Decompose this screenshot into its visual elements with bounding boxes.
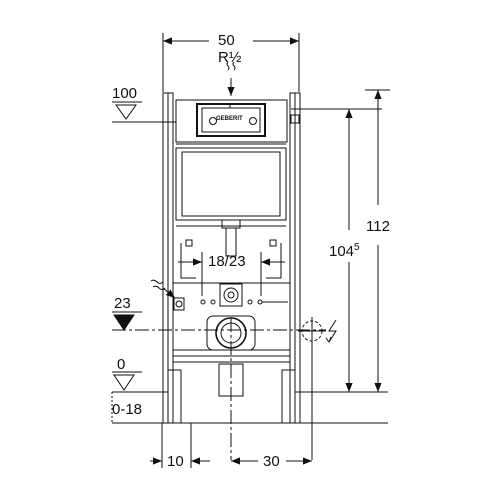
cistern-body — [175, 143, 287, 221]
dimension-bolt-spacing — [178, 252, 285, 296]
waste-level-label: 23 — [114, 295, 131, 312]
floor-level-label: 0 — [117, 356, 126, 373]
waste-offset-label: 30 — [263, 453, 280, 470]
level-marker-23 — [112, 311, 326, 331]
waste-pipe — [206, 315, 256, 460]
left-supply-box — [150, 279, 185, 311]
water-inlet-arrow — [226, 61, 236, 96]
height-total-label: 112 — [366, 218, 390, 235]
height-frame-label: 1045 — [329, 242, 360, 260]
top-level-label: 100 — [112, 85, 138, 102]
right-side-marker — [290, 108, 382, 124]
dimension-height-total — [365, 89, 390, 392]
waste-pipe-lower — [218, 363, 244, 397]
level-marker-100 — [112, 101, 176, 123]
dimension-top-width — [162, 33, 300, 92]
cistern-top — [175, 99, 288, 143]
floor-range-label: 0-18 — [112, 401, 143, 418]
lower-crossbar — [172, 349, 291, 363]
level-marker-0 — [111, 371, 388, 424]
flush-pipe — [176, 219, 286, 257]
bolt-holes — [200, 299, 288, 305]
bolt-spacing-label: 18/23 — [208, 253, 246, 270]
pan-connector — [219, 283, 243, 307]
top-width-label: 50 — [218, 32, 235, 49]
mounting-brackets — [173, 239, 290, 284]
foot-offset-label: 10 — [167, 453, 184, 470]
flush-plate-brand: GEBERIT — [216, 116, 243, 122]
dimension-foot-offset — [150, 423, 210, 468]
electric-socket — [298, 317, 337, 460]
water-connection-label: R½ — [218, 49, 242, 66]
